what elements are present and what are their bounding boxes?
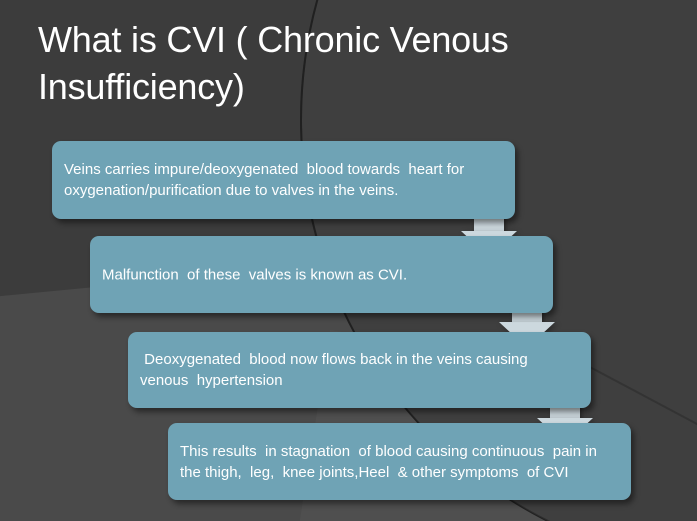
flow-step-2[interactable]: Malfunction of these valves is known as … [90,236,553,313]
flow-step-3-text: Deoxygenated blood now flows back in the… [140,351,537,389]
flow-step-3[interactable]: Deoxygenated blood now flows back in the… [128,332,591,408]
flow-step-1[interactable]: Veins carries impure/deoxygenated blood … [52,141,515,219]
flow-step-4[interactable]: This results in stagnation of blood caus… [168,423,631,500]
flow-step-2-text: Malfunction of these valves is known as … [102,266,408,283]
flow-step-1-text: Veins carries impure/deoxygenated blood … [64,161,469,199]
flow-step-4-text: This results in stagnation of blood caus… [180,442,602,481]
page-title: What is CVI ( Chronic Venous Insufficien… [38,19,519,107]
